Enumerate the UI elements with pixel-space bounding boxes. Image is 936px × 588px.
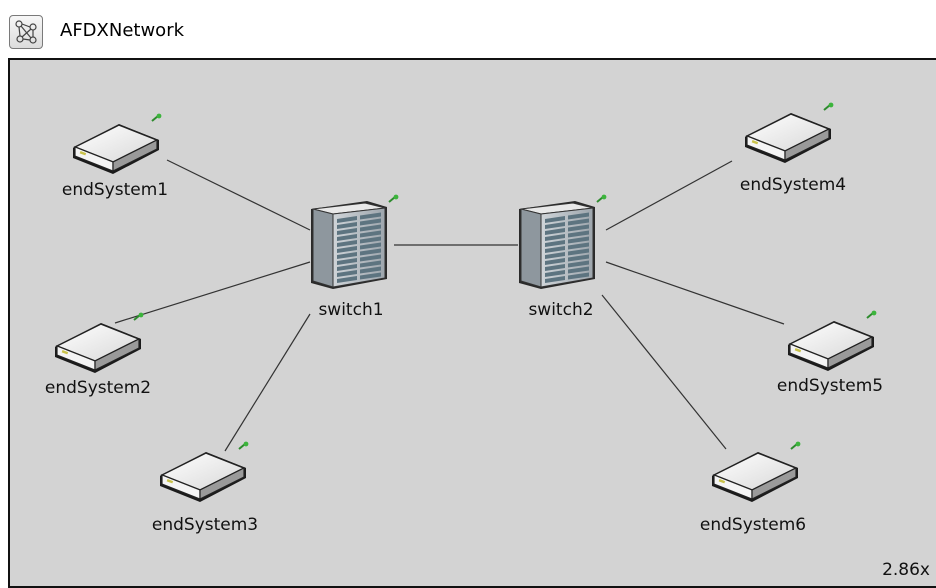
connection-line — [166, 159, 311, 231]
node-label: endSystem2 — [44, 378, 152, 398]
node-label: endSystem4 — [739, 175, 847, 195]
switch-rack-icon — [311, 194, 399, 289]
network-title: AFDXNetwork — [60, 20, 185, 41]
zoom-level: 2.86x — [882, 560, 930, 580]
end-system-icon — [73, 113, 162, 174]
network-canvas[interactable]: endSystem1 endSystem2 endSystem3 — [8, 58, 936, 588]
network-icon[interactable] — [9, 15, 43, 49]
end-system-icon — [745, 102, 834, 163]
connections-layer — [114, 159, 785, 452]
connection-line — [114, 261, 311, 324]
node-label: endSystem1 — [61, 180, 169, 200]
node-label: endSystem3 — [151, 515, 259, 535]
node-label: endSystem5 — [776, 376, 884, 396]
end-system-icon — [788, 310, 877, 371]
connection-line — [605, 160, 733, 231]
network-header: AFDXNetwork — [0, 0, 936, 58]
switch-rack-icon — [519, 194, 607, 289]
connection-line — [224, 313, 311, 452]
node-label: endSystem6 — [699, 515, 807, 535]
connection-line — [601, 294, 727, 450]
end-system-icon — [160, 441, 249, 502]
end-system-icon — [712, 441, 801, 502]
connection-line — [605, 261, 785, 325]
node-label: switch2 — [528, 300, 594, 320]
end-system-icon — [55, 312, 144, 373]
node-label: switch1 — [318, 300, 384, 320]
